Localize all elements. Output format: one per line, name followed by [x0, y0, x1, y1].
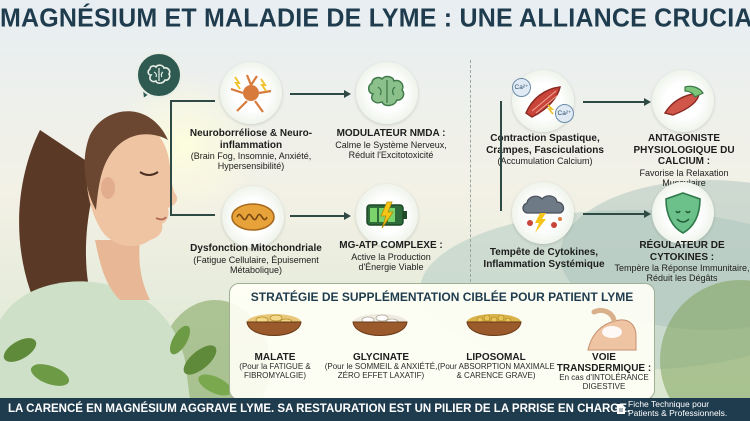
neuroborreliose-label: Neuroborréliose & Neuro-inflammation (Br…	[186, 128, 316, 172]
dysfonction-mitochondriale-label: Dysfonction Mitochondriale (Fatigue Cell…	[186, 243, 326, 275]
label-desc: En cas d'INTOLÉRANCE DIGESTIVE	[559, 373, 649, 392]
label-title: Contraction Spastique, Crampes, Fascicul…	[486, 133, 604, 156]
malate-label: MALATE (Pour la FATIGUE & FIBROMYALGIE)	[232, 352, 318, 381]
label-desc: (Pour le SOMMEIL & ANXIÉTÉ, ZÉRO EFFET L…	[324, 362, 438, 381]
connector-line	[290, 93, 345, 95]
label-title: LIPOSOMAL	[466, 352, 526, 363]
label-title: ANTAGONISTE PHYSIOLOGIQUE DU CALCIUM :	[633, 133, 735, 167]
strategy-title: STRATÉGIE DE SUPPLÉMENTATION CIBLÉE POUR…	[250, 290, 634, 304]
antagoniste-calcium-label: ANTAGONISTE PHYSIOLOGIQUE DU CALCIUM : F…	[620, 133, 748, 188]
connector-line	[170, 100, 215, 102]
brain-icon	[356, 62, 418, 124]
battery-icon	[356, 184, 418, 246]
liposomal-bowl-icon	[466, 314, 522, 336]
glycinate-label: GLYCINATE (Pour le SOMMEIL & ANXIÉTÉ, ZÉ…	[316, 352, 446, 381]
label-desc: (Brain Fog, Insomnie, Anxiété, Hypersens…	[190, 151, 312, 172]
label-title: GLYCINATE	[352, 352, 410, 363]
shield-icon	[652, 182, 714, 244]
glycinate-bowl-icon	[352, 314, 408, 336]
modulateur-nmda-label: MODULATEUR NMDA : Calme le Système Nerve…	[330, 128, 452, 160]
label-desc: Tempère la Réponse Immunitaire, Réduit l…	[614, 263, 750, 284]
label-title: Tempête de Cytokines, Inflammation Systé…	[483, 247, 605, 270]
label-desc: (Pour ABSORPTION MAXIMALE & CARENCE GRAV…	[437, 362, 555, 381]
label-title: RÉGULATEUR DE CYTOKINES :	[639, 240, 725, 263]
label-desc: Calme le Système Nerveux, Réduit l'Excit…	[335, 139, 447, 160]
connector-line	[290, 215, 345, 217]
transdermique-label: VOIE TRANSDERMIQUE : En cas d'INTOLÉRANC…	[554, 352, 654, 392]
leaves-decoration-icon	[3, 325, 232, 396]
connector-line	[170, 214, 215, 216]
label-title: MALATE	[254, 352, 296, 363]
document-icon	[617, 404, 625, 414]
regulateur-cytokines-label: RÉGULATEUR DE CYTOKINES : Tempère la Rép…	[614, 240, 750, 284]
malate-bowl-icon	[246, 314, 302, 336]
label-desc: Active la Production d'Énergie Viable	[351, 251, 431, 272]
connector-line	[500, 101, 502, 211]
footer-note-line: Fiche Technique pour	[628, 399, 710, 409]
page-title: MAGNÉSIUM ET MALADIE DE LYME : UNE ALLIA…	[0, 3, 750, 33]
footer-bar: LA CARENCÉ EN MAGNÉSIUM AGGRAVE LYME. SA…	[0, 398, 750, 421]
neuron-icon	[220, 62, 282, 124]
mg-atp-label: MG-ATP COMPLEXE : Active la Production d…	[336, 240, 446, 272]
calcium-badge: Ca²⁺	[512, 78, 531, 97]
label-title: Dysfonction Mitochondriale	[190, 243, 322, 254]
transdermal-spray-icon	[587, 307, 637, 351]
label-title: MG-ATP COMPLEXE :	[339, 240, 443, 251]
label-title: VOIE TRANSDERMIQUE :	[556, 352, 652, 375]
label-title: Neuroborréliose & Neuro-inflammation	[189, 128, 313, 151]
footer-note-line: Patients & Professionnels.	[628, 408, 728, 419]
label-desc: (Accumulation Calcium)	[497, 156, 593, 166]
connector-line	[170, 100, 172, 215]
arrow-icon	[644, 210, 651, 218]
arrow-icon	[344, 212, 351, 220]
supplementation-panel: STRATÉGIE DE SUPPLÉMENTATION CIBLÉE POUR…	[229, 283, 655, 400]
contraction-spastique-label: Contraction Spastique, Crampes, Fascicul…	[480, 133, 610, 166]
calcium-badge: Ca²⁺	[555, 104, 574, 123]
footer-message: LA CARENCÉ EN MAGNÉSIUM AGGRAVE LYME. SA…	[8, 403, 631, 415]
connector-line	[583, 101, 645, 103]
brain-bubble-icon	[136, 52, 182, 98]
label-desc: (Fatigue Cellulaire, Épuisement Métaboli…	[193, 254, 319, 275]
arrow-icon	[344, 90, 351, 98]
label-title: MODULATEUR NMDA :	[336, 128, 446, 139]
mitochondria-icon	[222, 186, 284, 248]
tempete-cytokines-label: Tempête de Cytokines, Inflammation Systé…	[482, 247, 606, 270]
arrow-icon	[644, 98, 651, 106]
woman-illustration-icon	[0, 111, 190, 400]
footer-note: Fiche Technique pour Patients & Professi…	[628, 399, 728, 419]
relaxed-muscle-icon	[652, 70, 714, 132]
column-divider	[470, 60, 471, 282]
storm-icon	[512, 182, 574, 244]
liposomal-label: LIPOSOMAL (Pour ABSORPTION MAXIMALE & CA…	[436, 352, 556, 381]
connector-line	[583, 213, 645, 215]
label-desc: (Pour la FATIGUE & FIBROMYALGIE)	[239, 362, 311, 381]
